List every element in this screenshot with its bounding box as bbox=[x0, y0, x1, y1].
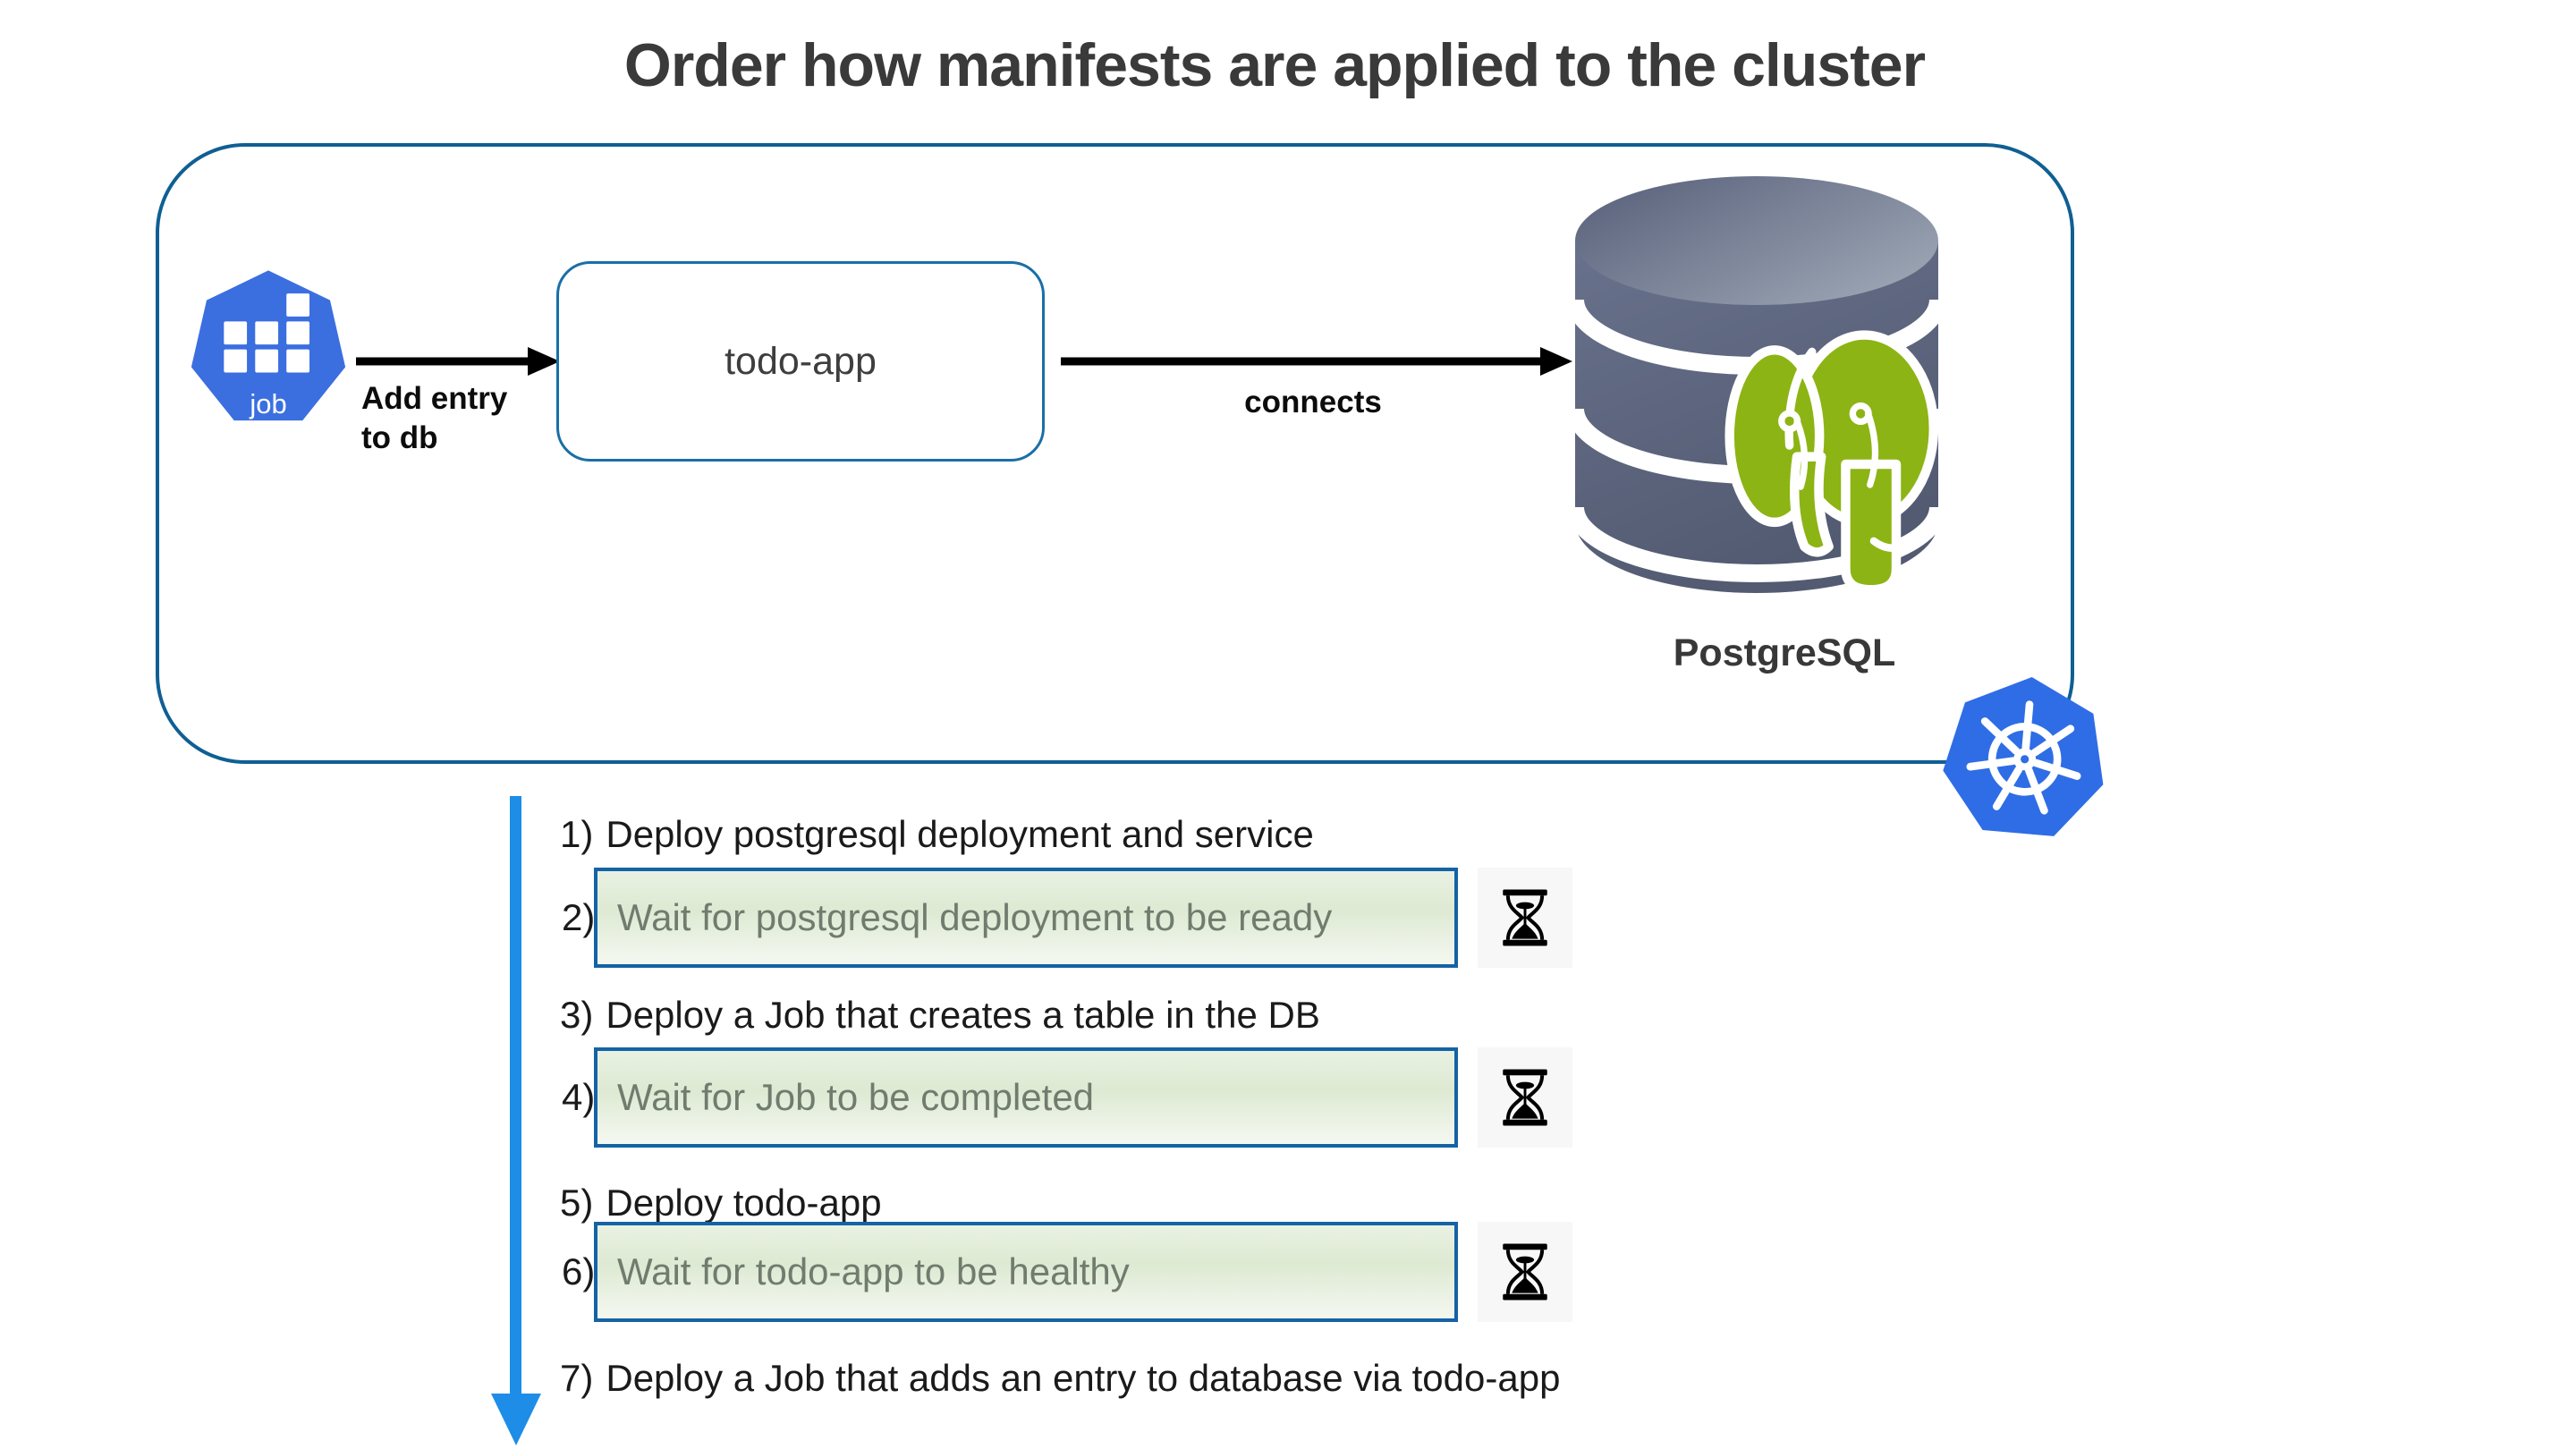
wait-box-step-4: Wait for Job to be completed bbox=[594, 1047, 1458, 1148]
hourglass-tile bbox=[1478, 1222, 1572, 1322]
edge-add-entry-label: Add entry to db bbox=[361, 379, 507, 458]
step-label: Deploy a Job that creates a table in the… bbox=[606, 994, 1320, 1036]
edge-add-entry-line1: Add entry bbox=[361, 381, 508, 416]
wait-label: Wait for postgresql deployment to be rea… bbox=[617, 896, 1333, 938]
step-label: Deploy postgresql deployment and service bbox=[606, 813, 1314, 855]
step-number: 5) bbox=[560, 1182, 594, 1224]
step-7-row: 7) Deploy a Job that adds an entry to dat… bbox=[560, 1356, 1560, 1401]
step-number: 6) bbox=[562, 1250, 596, 1292]
step-number: 7) bbox=[560, 1357, 594, 1399]
todo-app-box: todo-app bbox=[556, 261, 1045, 462]
hourglass-icon bbox=[1503, 1243, 1547, 1301]
wait-label: Wait for todo-app to be healthy bbox=[617, 1250, 1130, 1292]
edge-add-entry-arrow bbox=[356, 347, 560, 376]
step-5-row: 5) Deploy todo-app bbox=[560, 1181, 882, 1225]
job-icon-label: job bbox=[250, 388, 287, 419]
step-3-row: 3) Deploy a Job that creates a table in t… bbox=[560, 993, 1320, 1038]
postgresql-elephant-icon bbox=[1724, 330, 1939, 595]
postgresql-label: PostgreSQL bbox=[1673, 631, 1896, 674]
edge-add-entry-line2: to db bbox=[361, 420, 438, 455]
wait-label: Wait for Job to be completed bbox=[617, 1076, 1095, 1118]
edge-connects-label: connects bbox=[1244, 385, 1382, 419]
hourglass-tile bbox=[1478, 1047, 1572, 1148]
step-number: 2) bbox=[562, 896, 596, 938]
hourglass-icon bbox=[1503, 1069, 1547, 1126]
hourglass-icon bbox=[1503, 889, 1547, 946]
wait-box-step-2: Wait for postgresql deployment to be rea… bbox=[594, 868, 1458, 968]
job-heptagon-icon bbox=[191, 270, 346, 421]
step-1-row: 1) Deploy postgresql deployment and servi… bbox=[560, 812, 1314, 857]
todo-app-label: todo-app bbox=[724, 339, 877, 383]
step-number: 3) bbox=[560, 994, 594, 1036]
step-label: Deploy a Job that adds an entry to datab… bbox=[606, 1357, 1561, 1399]
kubernetes-logo-icon bbox=[1943, 677, 2104, 836]
step-number: 4) bbox=[562, 1076, 596, 1118]
wait-box-step-6: Wait for todo-app to be healthy bbox=[594, 1222, 1458, 1322]
edge-connects-arrow bbox=[1061, 347, 1572, 376]
step-label: Deploy todo-app bbox=[606, 1182, 882, 1224]
step-number: 1) bbox=[560, 813, 594, 855]
hourglass-tile bbox=[1478, 868, 1572, 968]
timeline-arrow-head bbox=[491, 1394, 541, 1445]
timeline-arrow-line bbox=[510, 796, 521, 1397]
kubernetes-job-icon: job bbox=[186, 258, 351, 436]
page-title: Order how manifests are applied to the c… bbox=[623, 31, 1926, 99]
